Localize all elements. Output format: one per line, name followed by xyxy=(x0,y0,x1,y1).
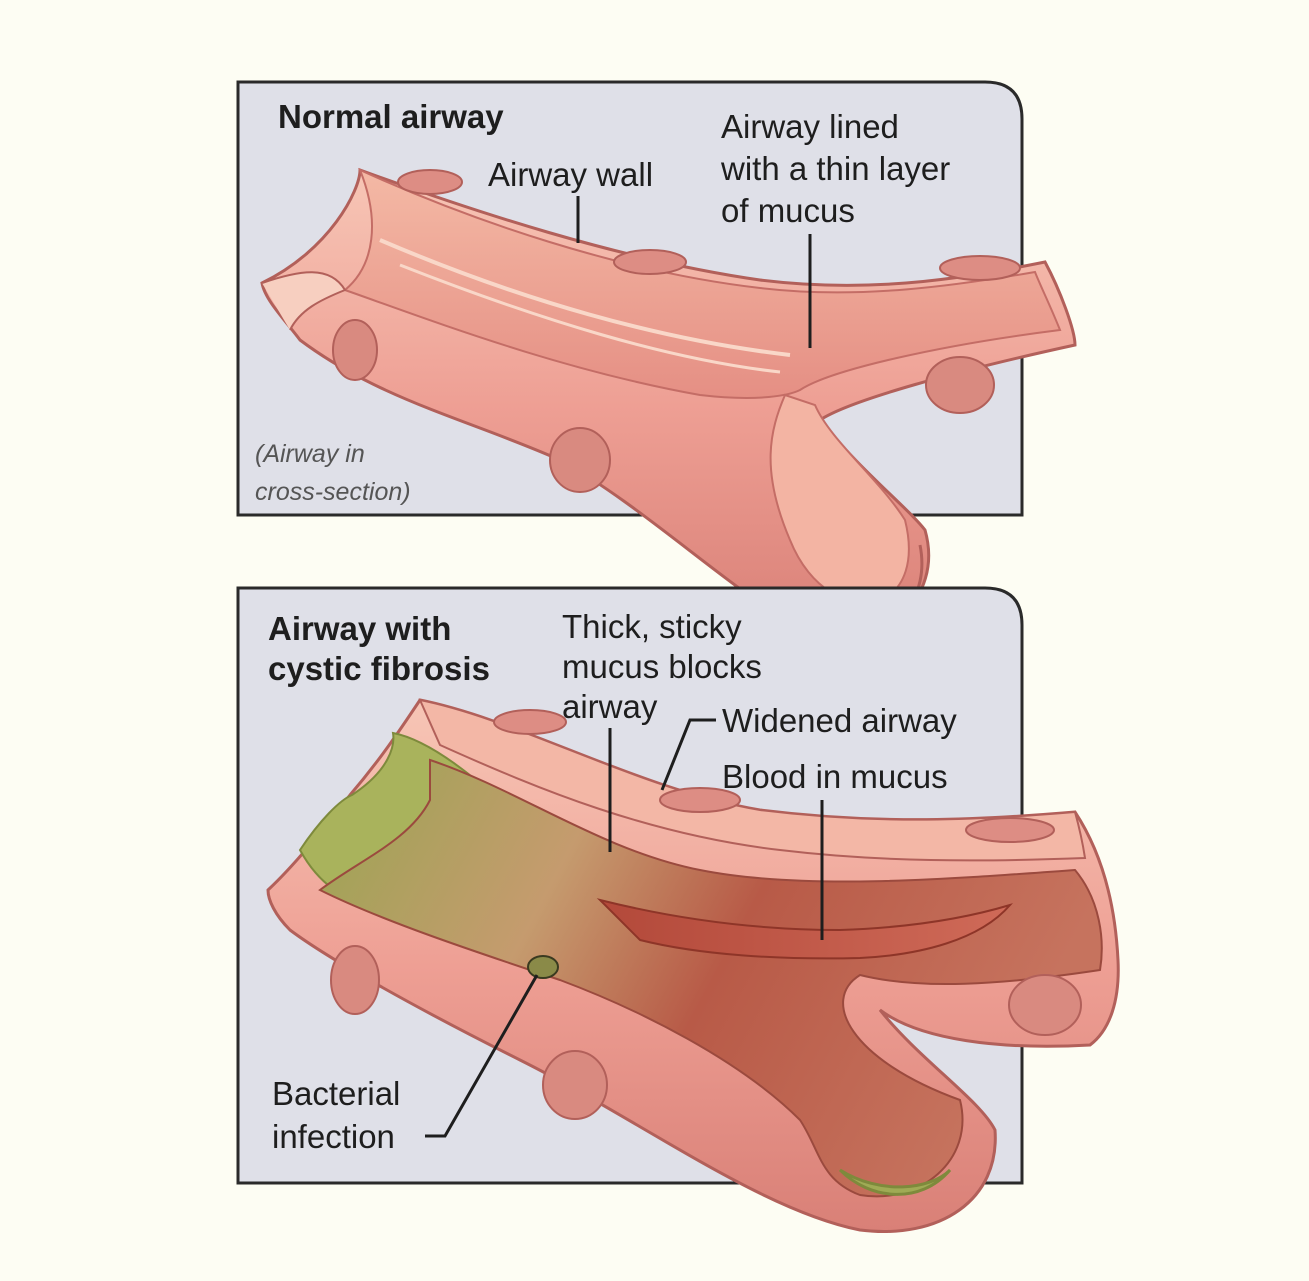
cystic-fibrosis-panel: Airway with cystic fibrosis Thick, stick… xyxy=(238,588,1118,1232)
normal-airway-panel: Normal airway Airway wall Airway lined w… xyxy=(238,82,1075,641)
bacteria-label-line-2: infection xyxy=(272,1118,395,1155)
cf-title-line-2: cystic fibrosis xyxy=(268,650,490,687)
bacteria-colony xyxy=(528,956,558,978)
note-line-2: cross-section) xyxy=(255,478,411,506)
normal-airway-title: Normal airway xyxy=(278,98,504,135)
mucus-label-line-3: airway xyxy=(562,688,658,725)
mucus-label-line-1: Thick, sticky xyxy=(562,608,742,645)
bacteria-label-line-1: Bacterial xyxy=(272,1075,400,1112)
airway-wall-label: Airway wall xyxy=(488,156,653,193)
lining-label-line-3: of mucus xyxy=(721,192,855,229)
lining-label-line-1: Airway lined xyxy=(721,108,899,145)
lining-label-line-2: with a thin layer xyxy=(720,150,950,187)
mucus-label-line-2: mucus blocks xyxy=(562,648,762,685)
cf-title-line-1: Airway with xyxy=(268,610,451,647)
note-line-1: (Airway in xyxy=(255,440,365,468)
widened-airway-label: Widened airway xyxy=(722,702,957,739)
blood-in-mucus-label: Blood in mucus xyxy=(722,758,948,795)
